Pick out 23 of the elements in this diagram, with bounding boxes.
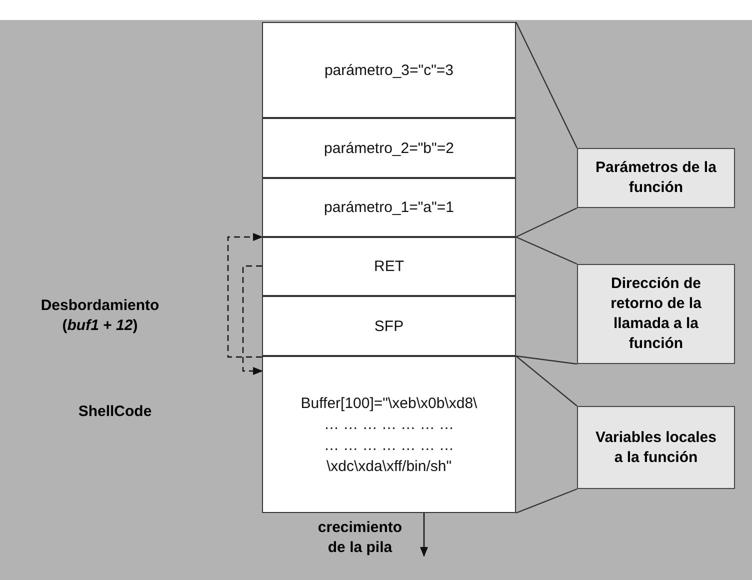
cell-text: Buffer[100]="\xeb\x0b\xd8\ (300, 394, 478, 414)
callout-box: Parámetros de la función (577, 148, 735, 208)
cell-text: SFP (374, 316, 404, 336)
stack-cell (262, 296, 516, 356)
callout-box: Dirección de retorno de la llamada a la función (577, 264, 735, 364)
cell-text: parámetro_2="b"=2 (324, 138, 454, 158)
cell-text: … … … … … … … (324, 414, 454, 434)
cell-text: RET (374, 257, 404, 277)
stack-cell (262, 178, 516, 237)
cell-text: … … … … … … … (324, 436, 454, 456)
cell-text: \xdc\xda\xff/bin/sh" (326, 456, 452, 476)
stack-cell (262, 22, 516, 118)
arrow (227, 233, 263, 358)
stack-cell (262, 237, 516, 296)
stack-cell (262, 118, 516, 178)
cell-text: parámetro_3="c"=3 (324, 60, 454, 80)
label-text: ShellCode (77, 402, 153, 422)
cell-text: parámetro_1="a"=1 (324, 198, 454, 218)
arrow (242, 265, 263, 375)
callout-box: Variables locales a la función (577, 406, 735, 489)
label-text: Desbordamiento (buf1 + 12) (40, 296, 160, 336)
stack-cell (262, 356, 516, 513)
caption-text: crecimiento de la pila (316, 518, 404, 558)
